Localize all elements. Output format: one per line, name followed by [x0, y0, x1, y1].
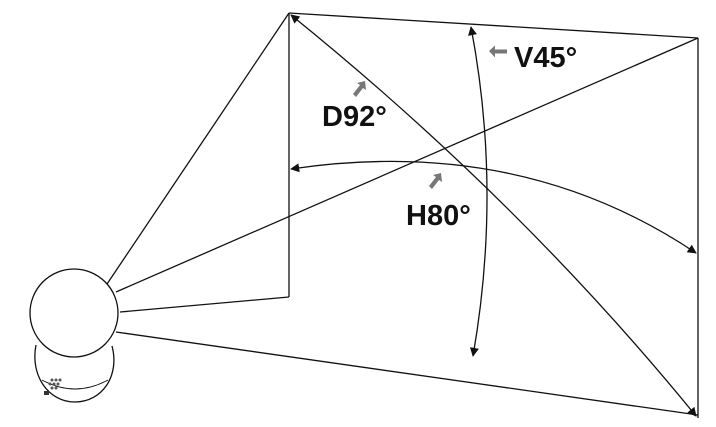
camera-head [29, 268, 119, 358]
camera-base-slot [44, 391, 49, 395]
diagonal-fov-label: D92° [322, 101, 387, 133]
projection-line-top-right [115, 37, 699, 293]
projection-line-bottom-left [119, 296, 290, 313]
camera-base-band [41, 379, 109, 390]
projection-line-bottom-right [115, 331, 699, 416]
horizontal-fov-arc [290, 160, 697, 254]
arrow-pointer-icon [353, 45, 507, 189]
diagonal-fov-arc [290, 14, 697, 417]
camera-icon [29, 268, 119, 403]
vertical-fov-arc [468, 26, 488, 357]
vertical-fov-label: V45° [514, 42, 578, 74]
vertical-pointer-icon [489, 45, 507, 58]
projection-lines [102, 12, 699, 416]
projection-line-top-left [102, 12, 290, 291]
horizontal-fov-label: H80° [406, 200, 471, 232]
camera-speaker-icon [48, 378, 62, 390]
frame-top-edge [288, 12, 699, 39]
diagonal-pointer-icon [353, 81, 366, 97]
view-frame [288, 12, 699, 418]
horizontal-pointer-icon [429, 173, 442, 189]
